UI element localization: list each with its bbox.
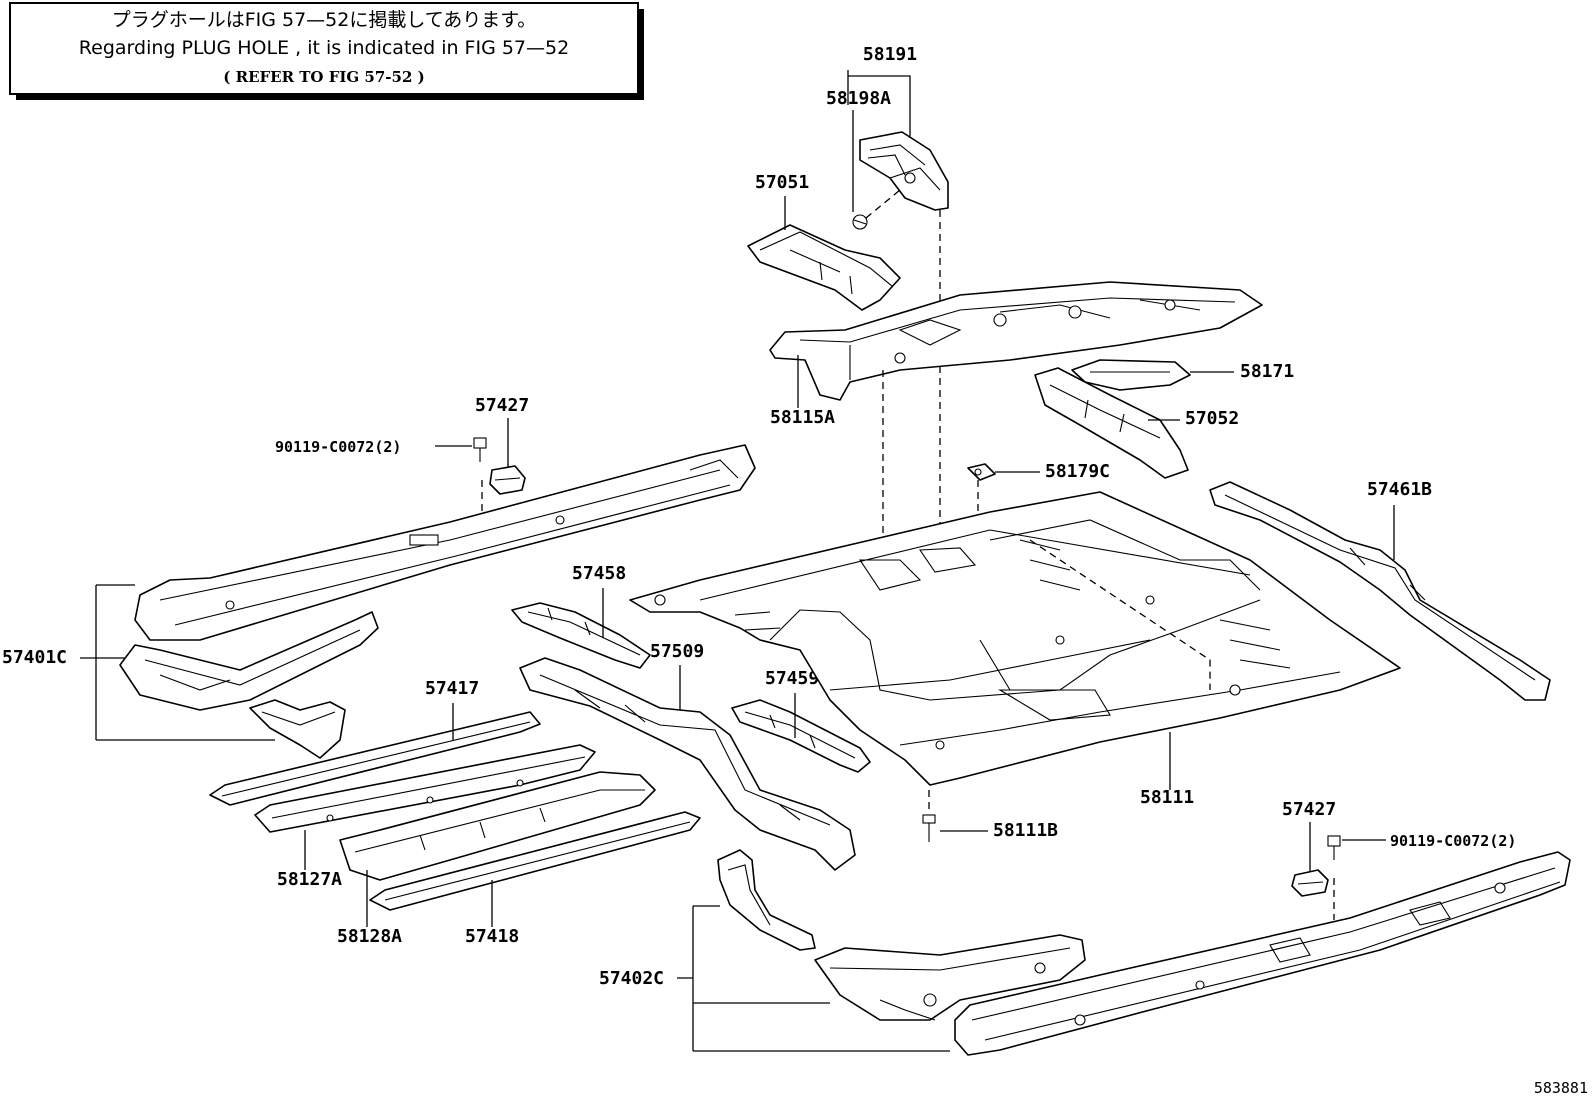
dashline-58198A xyxy=(865,189,901,219)
part-57052[interactable] xyxy=(1034,367,1189,479)
label-57458: 57458 xyxy=(572,563,626,584)
part-58191-bracket[interactable] xyxy=(859,131,949,211)
leader-57401C xyxy=(80,584,275,741)
part-57402C-floor[interactable] xyxy=(814,934,1086,1021)
bolt-58111B[interactable] xyxy=(922,814,936,842)
part-57427-left[interactable] xyxy=(489,465,526,495)
part-57461B[interactable] xyxy=(1209,481,1551,701)
part-right-rocker-lower[interactable] xyxy=(954,851,1571,1056)
label-57402C: 57402C xyxy=(599,968,664,989)
part-58111-floor-pan[interactable] xyxy=(629,491,1401,786)
label-57401C: 57401C xyxy=(2,647,67,668)
label-57461B: 57461B xyxy=(1367,479,1432,500)
label-58198A: 58198A xyxy=(826,88,891,109)
part-57417[interactable] xyxy=(209,711,541,806)
part-57402C-upright[interactable] xyxy=(717,849,816,951)
part-58115A[interactable] xyxy=(769,281,1263,401)
part-57401C-inner[interactable] xyxy=(119,611,379,711)
dashline-floor-right xyxy=(1029,539,1211,690)
label-57051: 57051 xyxy=(755,172,809,193)
part-57427-right[interactable] xyxy=(1291,869,1329,897)
label-57417: 57417 xyxy=(425,678,479,699)
label-90119-left: 90119-C0072(2) xyxy=(275,438,401,456)
leader-57402C xyxy=(677,905,950,1052)
part-57459[interactable] xyxy=(731,699,871,773)
label-57418: 57418 xyxy=(465,926,519,947)
part-58128A[interactable] xyxy=(339,771,656,881)
note-japanese-text: プラグホールはFIG 57—52に掲載してあります。 xyxy=(112,9,537,31)
label-58111B: 58111B xyxy=(993,820,1058,841)
bolt-90119-right[interactable] xyxy=(1327,835,1341,860)
diagram-reference-id: 583881 xyxy=(1534,1079,1588,1097)
label-58171: 58171 xyxy=(1240,361,1294,382)
label-58179C: 58179C xyxy=(1045,461,1110,482)
label-57427-left: 57427 xyxy=(475,395,529,416)
part-57051[interactable] xyxy=(747,224,901,311)
note-refer-text: ( REFER TO FIG 57-52 ) xyxy=(223,68,424,86)
part-57458[interactable] xyxy=(511,602,651,669)
label-58127A: 58127A xyxy=(277,869,342,890)
part-57418[interactable] xyxy=(369,811,701,911)
label-57427-right: 57427 xyxy=(1282,799,1336,820)
leader-58191 xyxy=(847,70,911,138)
label-58191: 58191 xyxy=(863,44,917,65)
part-58171[interactable] xyxy=(1071,359,1191,391)
part-57401C-end[interactable] xyxy=(249,699,346,759)
part-58179C[interactable] xyxy=(967,463,996,481)
label-58115A: 58115A xyxy=(770,407,835,428)
part-57509[interactable] xyxy=(519,657,856,871)
note-english-text: Regarding PLUG HOLE , it is indicated in… xyxy=(79,37,569,59)
label-57509: 57509 xyxy=(650,641,704,662)
bolt-90119-left[interactable] xyxy=(473,437,487,462)
plug-hole-note: プラグホールはFIG 57—52に掲載してあります。 Regarding PLU… xyxy=(9,2,644,100)
bolt-58198A[interactable] xyxy=(852,214,868,230)
label-57459: 57459 xyxy=(765,668,819,689)
label-90119-right: 90119-C0072(2) xyxy=(1390,832,1516,850)
part-left-rocker-upper[interactable] xyxy=(134,444,756,641)
part-58127A[interactable] xyxy=(254,744,596,833)
label-58111: 58111 xyxy=(1140,787,1194,808)
label-58128A: 58128A xyxy=(337,926,402,947)
label-57052: 57052 xyxy=(1185,408,1239,429)
